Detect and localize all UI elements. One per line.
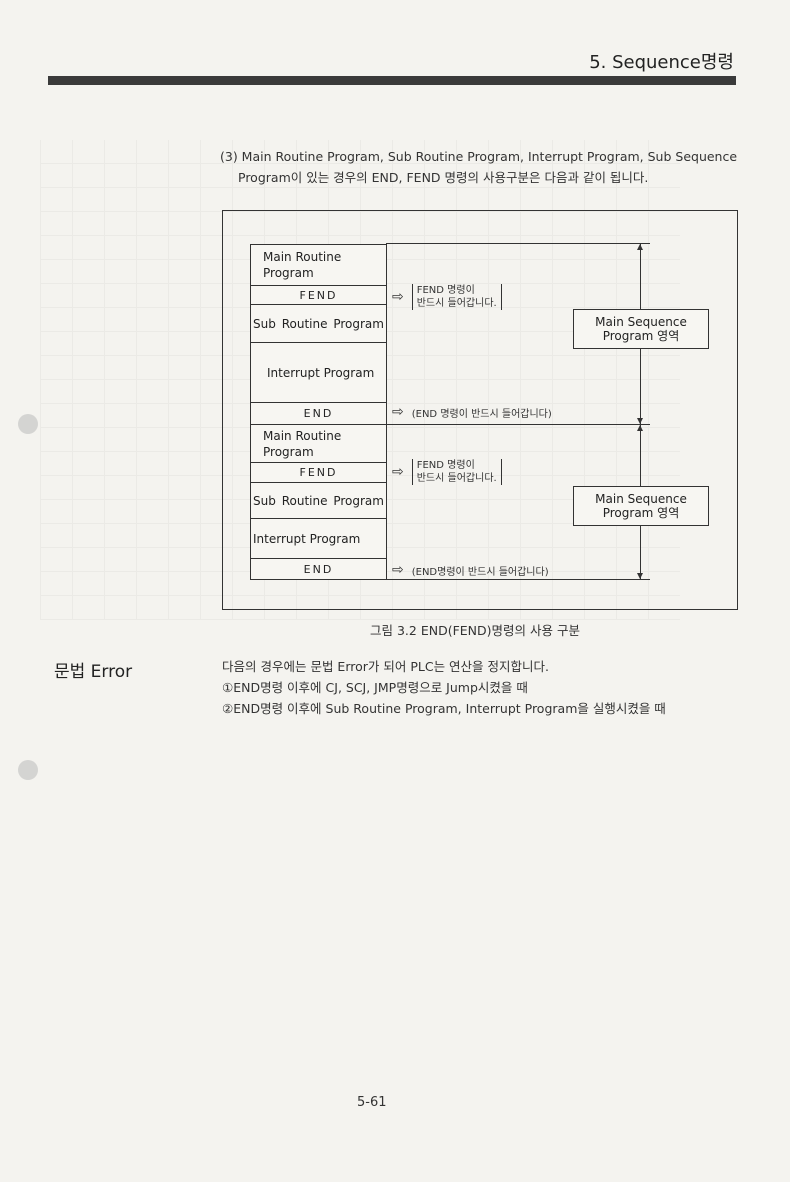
- main-sequence-box-1: Main Sequence Program 영역: [573, 309, 709, 349]
- sub-routine-word: Sub: [253, 493, 276, 508]
- note-line: (END명령이 반드시 들어갑니다): [411, 566, 549, 578]
- page-title: 5. Sequence명령: [589, 52, 734, 73]
- end-cell: END: [303, 562, 334, 576]
- figure-caption: 그림 3.2 END(FEND)명령의 사용 구분: [370, 623, 580, 638]
- intro-paragraph: (3) Main Routine Program, Sub Routine Pr…: [220, 146, 737, 188]
- interrupt-cell: Interrupt Program: [251, 519, 386, 559]
- note-line: 반드시 들어갑니다.: [416, 298, 497, 309]
- main-sequence-label: Program 영역: [602, 506, 680, 520]
- fend-cell: FEND: [251, 286, 386, 305]
- main-sequence-label: Program 영역: [602, 329, 680, 343]
- page-number: 5-61: [357, 1095, 387, 1110]
- main-sequence-label: Main Sequence: [595, 492, 687, 506]
- program-stack-2: Main Routine Program FEND Sub Routine Pr…: [250, 424, 387, 580]
- note-brace: FEND 명령이 반드시 들어갑니다.: [411, 459, 502, 485]
- main-sequence-box-2: Main Sequence Program 영역: [573, 486, 709, 526]
- binder-hole: [18, 760, 38, 780]
- figure-frame: [222, 210, 738, 610]
- right-arrow-icon: ⇨: [392, 464, 404, 480]
- sub-routine-word: Program: [333, 493, 384, 508]
- main-routine-label: Program: [263, 444, 314, 459]
- main-sequence-label: Main Sequence: [595, 315, 687, 329]
- section-title: 문법 Error: [54, 662, 133, 682]
- sub-routine-word: Routine: [281, 316, 328, 331]
- sub-routine-cell: Sub Routine Program: [251, 483, 386, 519]
- note-line: FEND 명령이: [416, 460, 475, 471]
- right-arrow-icon: ⇨: [392, 562, 404, 578]
- sub-routine-word: Program: [333, 316, 384, 331]
- fend-note-2: ⇨ FEND 명령이 반드시 들어갑니다.: [392, 459, 502, 485]
- error-line: ②END명령 이후에 Sub Routine Program, Interrup…: [222, 701, 666, 716]
- note-line: (END 명령이 반드시 들어갑니다): [411, 408, 552, 420]
- main-routine-label: Main Routine: [263, 250, 342, 264]
- right-arrow-icon: ⇨: [392, 404, 404, 420]
- error-line: 다음의 경우에는 문법 Error가 되어 PLC는 연산을 정지합니다.: [222, 659, 549, 674]
- fend-note-1: ⇨ FEND 명령이 반드시 들어갑니다.: [392, 284, 502, 310]
- main-routine-label: Program: [263, 266, 314, 280]
- arrow-up-icon: [637, 244, 643, 250]
- arrow-up-icon: [637, 425, 643, 431]
- main-routine-cell: Main Routine Program: [251, 425, 386, 463]
- region-top-line: [386, 243, 650, 244]
- fend-cell: FEND: [251, 463, 386, 483]
- sub-routine-word: Sub: [253, 316, 276, 331]
- note-line: 반드시 들어갑니다.: [416, 473, 497, 484]
- binder-hole: [18, 414, 38, 434]
- main-routine-label: Main Routine: [263, 428, 342, 443]
- intro-line-2: Program이 있는 경우의 END, FEND 명령의 사용구분은 다음과 …: [238, 170, 649, 185]
- end-cell: END: [303, 407, 334, 420]
- header-rule: [48, 76, 736, 85]
- error-section-body: 다음의 경우에는 문법 Error가 되어 PLC는 연산을 정지합니다. ①E…: [222, 656, 666, 719]
- note-line: FEND 명령이: [416, 285, 475, 296]
- end-note-1: ⇨ (END 명령이 반드시 들어갑니다): [392, 404, 552, 420]
- arrow-down-icon: [637, 573, 643, 579]
- sub-routine-word: Routine: [281, 493, 328, 508]
- program-stack-1: Main Routine Program FEND Sub Routine Pr…: [250, 244, 387, 425]
- interrupt-cell: Interrupt Program: [251, 343, 386, 403]
- sub-routine-cell: Sub Routine Program: [251, 305, 386, 343]
- region-bottom-line: [386, 579, 650, 580]
- right-arrow-icon: ⇨: [392, 289, 404, 305]
- main-routine-cell: Main Routine Program: [251, 245, 386, 286]
- error-line: ①END명령 이후에 CJ, SCJ, JMP명령으로 Jump시켰을 때: [222, 680, 528, 695]
- region-mid-line: [386, 424, 650, 425]
- note-brace: FEND 명령이 반드시 들어갑니다.: [411, 284, 502, 310]
- intro-line-1: (3) Main Routine Program, Sub Routine Pr…: [220, 149, 738, 164]
- end-note-2: ⇨ (END명령이 반드시 들어갑니다): [392, 562, 549, 578]
- arrow-down-icon: [637, 418, 643, 424]
